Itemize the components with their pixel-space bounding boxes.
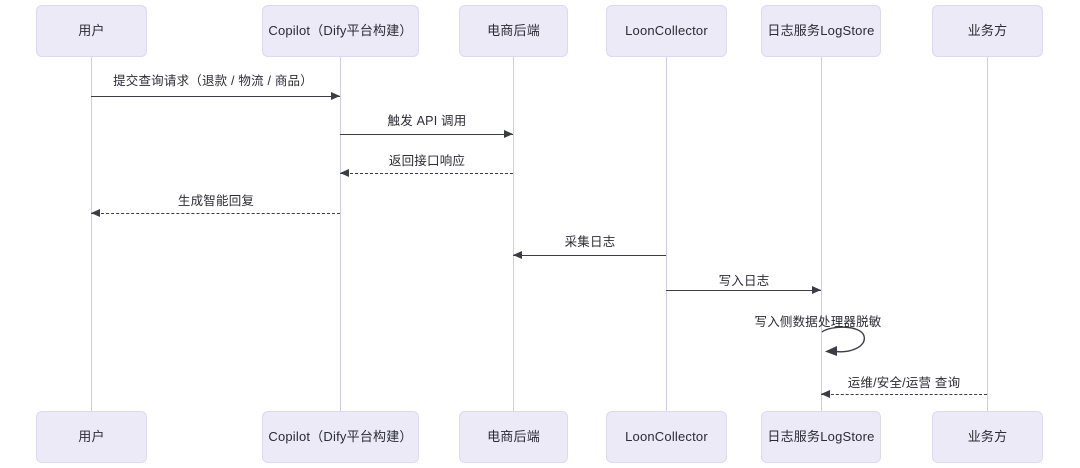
actor-label-user: 用户 [78,23,105,39]
message-m5-label: 采集日志 [564,235,616,249]
message-m7-selfloop [821,326,875,362]
message-m6-arrowhead [812,286,821,294]
message-m3-label: 返回接口响应 [388,154,466,168]
actor-label-business: 业务方 [967,23,1008,39]
actor-box-top-ecommerce[interactable]: 电商后端 [459,5,568,57]
message-m1-label: 提交查询请求（退款 / 物流 / 商品） [113,74,313,88]
message-m2-line [340,134,513,135]
actor-label-copilot: Copilot（Dify平台构建） [268,23,413,39]
actor-box-top-business[interactable]: 业务方 [932,5,1043,57]
actor-box-top-copilot[interactable]: Copilot（Dify平台构建） [262,5,419,57]
message-m6-line [666,290,821,291]
actor-label-looncollector: LoonCollector [625,23,708,39]
message-m3-arrowhead [340,169,349,177]
actor-box-bottom-ecommerce[interactable]: 电商后端 [459,411,568,463]
message-m7-label: 写入侧数据处理器脱敏 [754,315,882,329]
actor-box-top-looncollector[interactable]: LoonCollector [606,5,727,57]
message-m3-line [340,173,513,174]
message-m4-label: 生成智能回复 [177,194,255,208]
message-m4-line [91,213,340,214]
lifeline-business [987,57,988,411]
lifeline-logstore [821,57,822,411]
message-m5-line [513,255,666,256]
actor-label-ecommerce: 电商后端 [487,23,540,39]
message-m1-line [91,96,340,97]
lifeline-looncollector [666,57,667,411]
actor-box-top-logstore[interactable]: 日志服务LogStore [761,5,881,57]
actor-label-ecommerce: 电商后端 [487,429,540,445]
lifeline-user [91,57,92,411]
actor-label-logstore: 日志服务LogStore [767,23,875,39]
actor-box-bottom-logstore[interactable]: 日志服务LogStore [761,411,881,463]
message-m2-label: 触发 API 调用 [387,114,467,128]
lifeline-copilot [340,57,341,411]
message-m6-label: 写入日志 [718,274,770,288]
actor-label-user: 用户 [78,429,105,445]
actor-box-bottom-copilot[interactable]: Copilot（Dify平台构建） [262,411,419,463]
message-m1-arrowhead [331,92,340,100]
message-m5-arrowhead [513,251,522,259]
actor-box-bottom-user[interactable]: 用户 [36,411,147,463]
actor-box-bottom-business[interactable]: 业务方 [932,411,1043,463]
actor-box-top-user[interactable]: 用户 [36,5,147,57]
message-m8-arrowhead [821,390,830,398]
actor-label-logstore: 日志服务LogStore [767,429,875,445]
message-m8-label: 运维/安全/运营 查询 [847,376,961,390]
message-m8-line [821,394,987,395]
actor-label-copilot: Copilot（Dify平台构建） [268,429,413,445]
lifeline-ecommerce [513,57,514,411]
actor-label-looncollector: LoonCollector [625,429,708,445]
actor-label-business: 业务方 [967,429,1008,445]
message-m2-arrowhead [504,130,513,138]
actor-box-bottom-looncollector[interactable]: LoonCollector [606,411,727,463]
message-m4-arrowhead [91,209,100,217]
